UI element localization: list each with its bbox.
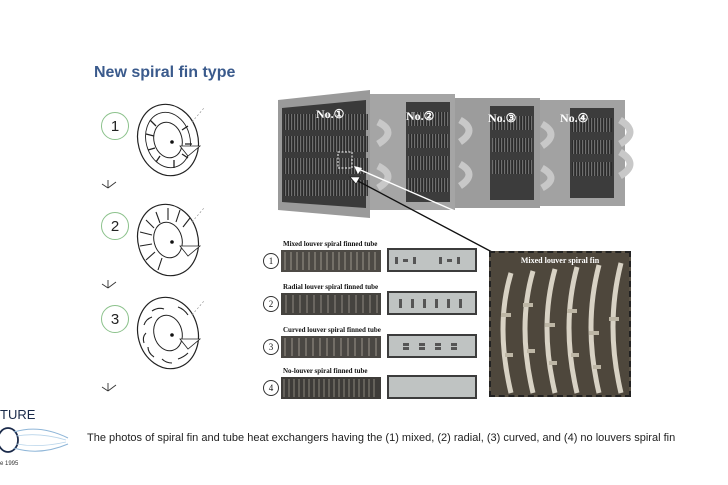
- tube-strip-label: No-louver spiral finned tube: [283, 367, 368, 375]
- curved-louver-tube-photo: [281, 336, 381, 358]
- exchanger-label-4: No.④: [560, 111, 589, 125]
- axis-triad-icon: [101, 280, 117, 289]
- tube-strip-2: Radial louver spiral finned tube 2: [263, 283, 478, 315]
- slide-title: New spiral fin type: [94, 64, 236, 81]
- mixed-louver-tube-photo: [281, 250, 381, 272]
- no-louver-tube-photo: [281, 377, 381, 399]
- figure-caption: The photos of spiral fin and tube heat e…: [87, 432, 676, 444]
- tube-strip-3: Curved louver spiral finned tube 3: [263, 326, 478, 358]
- tube-strip-number: 1: [263, 253, 279, 269]
- zoom-title: Mixed louver spiral fin: [520, 256, 600, 265]
- tube-strip-number: 3: [263, 339, 279, 355]
- tube-strip-number: 2: [263, 296, 279, 312]
- tube-strip-label: Mixed louver spiral finned tube: [283, 240, 378, 248]
- logo-year: e 1995: [0, 461, 19, 467]
- tube-strip-1: Mixed louver spiral finned tube 1: [263, 240, 478, 272]
- tube-strip-number: 4: [263, 380, 279, 396]
- tube-strip-4: No-louver spiral finned tube 4: [263, 367, 478, 399]
- fin-type-row-2: 2: [100, 203, 210, 292]
- exchanger-label-3: No.③: [488, 111, 517, 125]
- louver-pattern-1: [387, 248, 477, 272]
- tube-strip-label: Curved louver spiral finned tube: [283, 326, 381, 334]
- axis-triad-icon: [101, 180, 117, 189]
- louver-pattern-2: [387, 291, 477, 315]
- exchanger-label-2: No.②: [406, 109, 435, 123]
- fin-number-badge: 2: [101, 212, 129, 240]
- tube-strip-label: Radial louver spiral finned tube: [283, 283, 379, 291]
- fin-type-row-1: 1: [100, 103, 210, 192]
- louver-pattern-4: [387, 375, 477, 399]
- fin-number-badge: 3: [101, 305, 129, 333]
- radial-louver-tube-photo: [281, 293, 381, 315]
- spiral-fin-curved-louver-sketch: [136, 296, 205, 370]
- spiral-fin-mixed-louver-sketch: [136, 103, 205, 177]
- mixed-louver-zoom-photo: Mixed louver spiral fin: [489, 251, 631, 397]
- logo-text: TURE: [0, 407, 36, 422]
- fin-type-row-3: 3: [100, 296, 210, 392]
- axis-triad-icon: [101, 383, 117, 392]
- heat-exchanger-photo: No.① No.② No.③ No.④: [278, 90, 634, 218]
- exchanger-label-1: No.①: [316, 107, 345, 121]
- fin-number-badge: 1: [101, 112, 129, 140]
- company-logo-mark: [0, 427, 69, 453]
- louver-pattern-3: [387, 334, 477, 358]
- spiral-fin-radial-louver-sketch: [136, 203, 205, 277]
